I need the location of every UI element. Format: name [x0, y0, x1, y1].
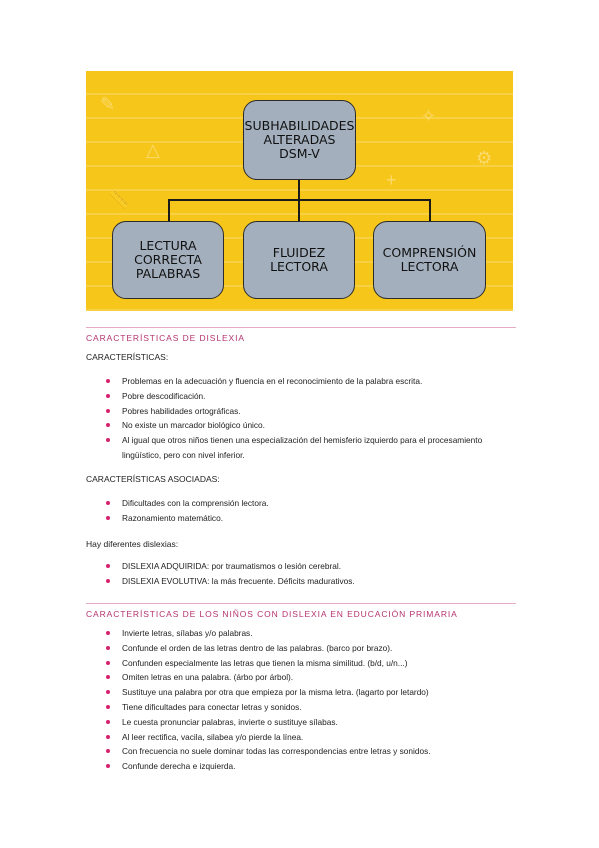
- list-item: Invierte letras, sílabas y/o palabras.: [106, 626, 506, 641]
- hierarchy-diagram: ✎ △ ✧ ⚙ 📏 + SUBHABILIDADES ALTERADAS DSM…: [86, 71, 513, 311]
- list-primaria: Invierte letras, sílabas y/o palabras. C…: [106, 626, 506, 774]
- connector-left: [168, 199, 170, 221]
- list-item: Sustituye una palabra por otra que empie…: [106, 685, 506, 700]
- list-item: DISLEXIA ADQUIRIDA: por traumatismos o l…: [106, 559, 506, 574]
- node-comprension-lectora: COMPRENSIÓN LECTORA: [373, 221, 486, 299]
- list-item: Problemas en la adecuación y fluencia en…: [106, 374, 506, 389]
- list-caracteristicas: Problemas en la adecuación y fluencia en…: [106, 374, 506, 463]
- list-item: Omiten letras en una palabra. (árbo por …: [106, 670, 506, 685]
- subheading-asociadas: CARACTERÍSTICAS ASOCIADAS:: [86, 474, 220, 484]
- list-item: Confunde derecha e izquierda.: [106, 759, 506, 774]
- gear-doodle-icon: ⚙: [476, 148, 493, 168]
- list-item: Le cuesta pronunciar palabras, invierte …: [106, 715, 506, 730]
- list-item: No existe un marcador biológico único.: [106, 418, 506, 433]
- section-divider: [86, 327, 516, 328]
- list-item: Al igual que otros niños tienen una espe…: [106, 433, 506, 463]
- list-tipos-dislexia: DISLEXIA ADQUIRIDA: por traumatismos o l…: [106, 559, 506, 589]
- list-item: Pobres habilidades ortográficas.: [106, 404, 506, 419]
- star-doodle-icon: ✧: [421, 106, 437, 126]
- subheading-caracteristicas: CARACTERÍSTICAS:: [86, 352, 169, 362]
- node-subhabilidades: SUBHABILIDADES ALTERADAS DSM-V: [243, 100, 356, 180]
- plus-doodle-icon: +: [386, 170, 397, 190]
- section-divider: [86, 603, 516, 604]
- node-lectura-correcta: LECTURA CORRECTA PALABRAS: [112, 221, 224, 299]
- section-title-primaria: CARACTERÍSTICAS DE LOS NIÑOS CON DISLEXI…: [86, 609, 458, 619]
- connector-middle: [298, 199, 300, 221]
- section-title-dislexia: CARACTERÍSTICAS DE DISLEXIA: [86, 333, 245, 343]
- list-item: Pobre descodificación.: [106, 389, 506, 404]
- list-item: Con frecuencia no suele dominar todas la…: [106, 744, 506, 759]
- connector-root: [298, 180, 300, 200]
- list-item: Confunde el orden de las letras dentro d…: [106, 641, 506, 656]
- ruler-doodle-icon: 📏: [108, 190, 131, 210]
- list-item: DISLEXIA EVOLUTIVA: la más frecuente. Dé…: [106, 574, 506, 589]
- list-item: Confunden especialmente las letras que t…: [106, 656, 506, 671]
- list-item: Al leer rectifica, vacila, silabea y/o p…: [106, 730, 506, 745]
- list-item: Dificultades con la comprensión lectora.: [106, 496, 506, 511]
- list-asociadas: Dificultades con la comprensión lectora.…: [106, 496, 506, 526]
- connector-right: [429, 199, 431, 221]
- node-fluidez-lectora: FLUIDEZ LECTORA: [243, 221, 355, 299]
- list-item: Razonamiento matemático.: [106, 511, 506, 526]
- triangle-doodle-icon: △: [146, 140, 160, 160]
- subheading-tipos: Hay diferentes dislexias:: [86, 539, 179, 549]
- pencil-doodle-icon: ✎: [100, 94, 116, 114]
- list-item: Tiene dificultades para conectar letras …: [106, 700, 506, 715]
